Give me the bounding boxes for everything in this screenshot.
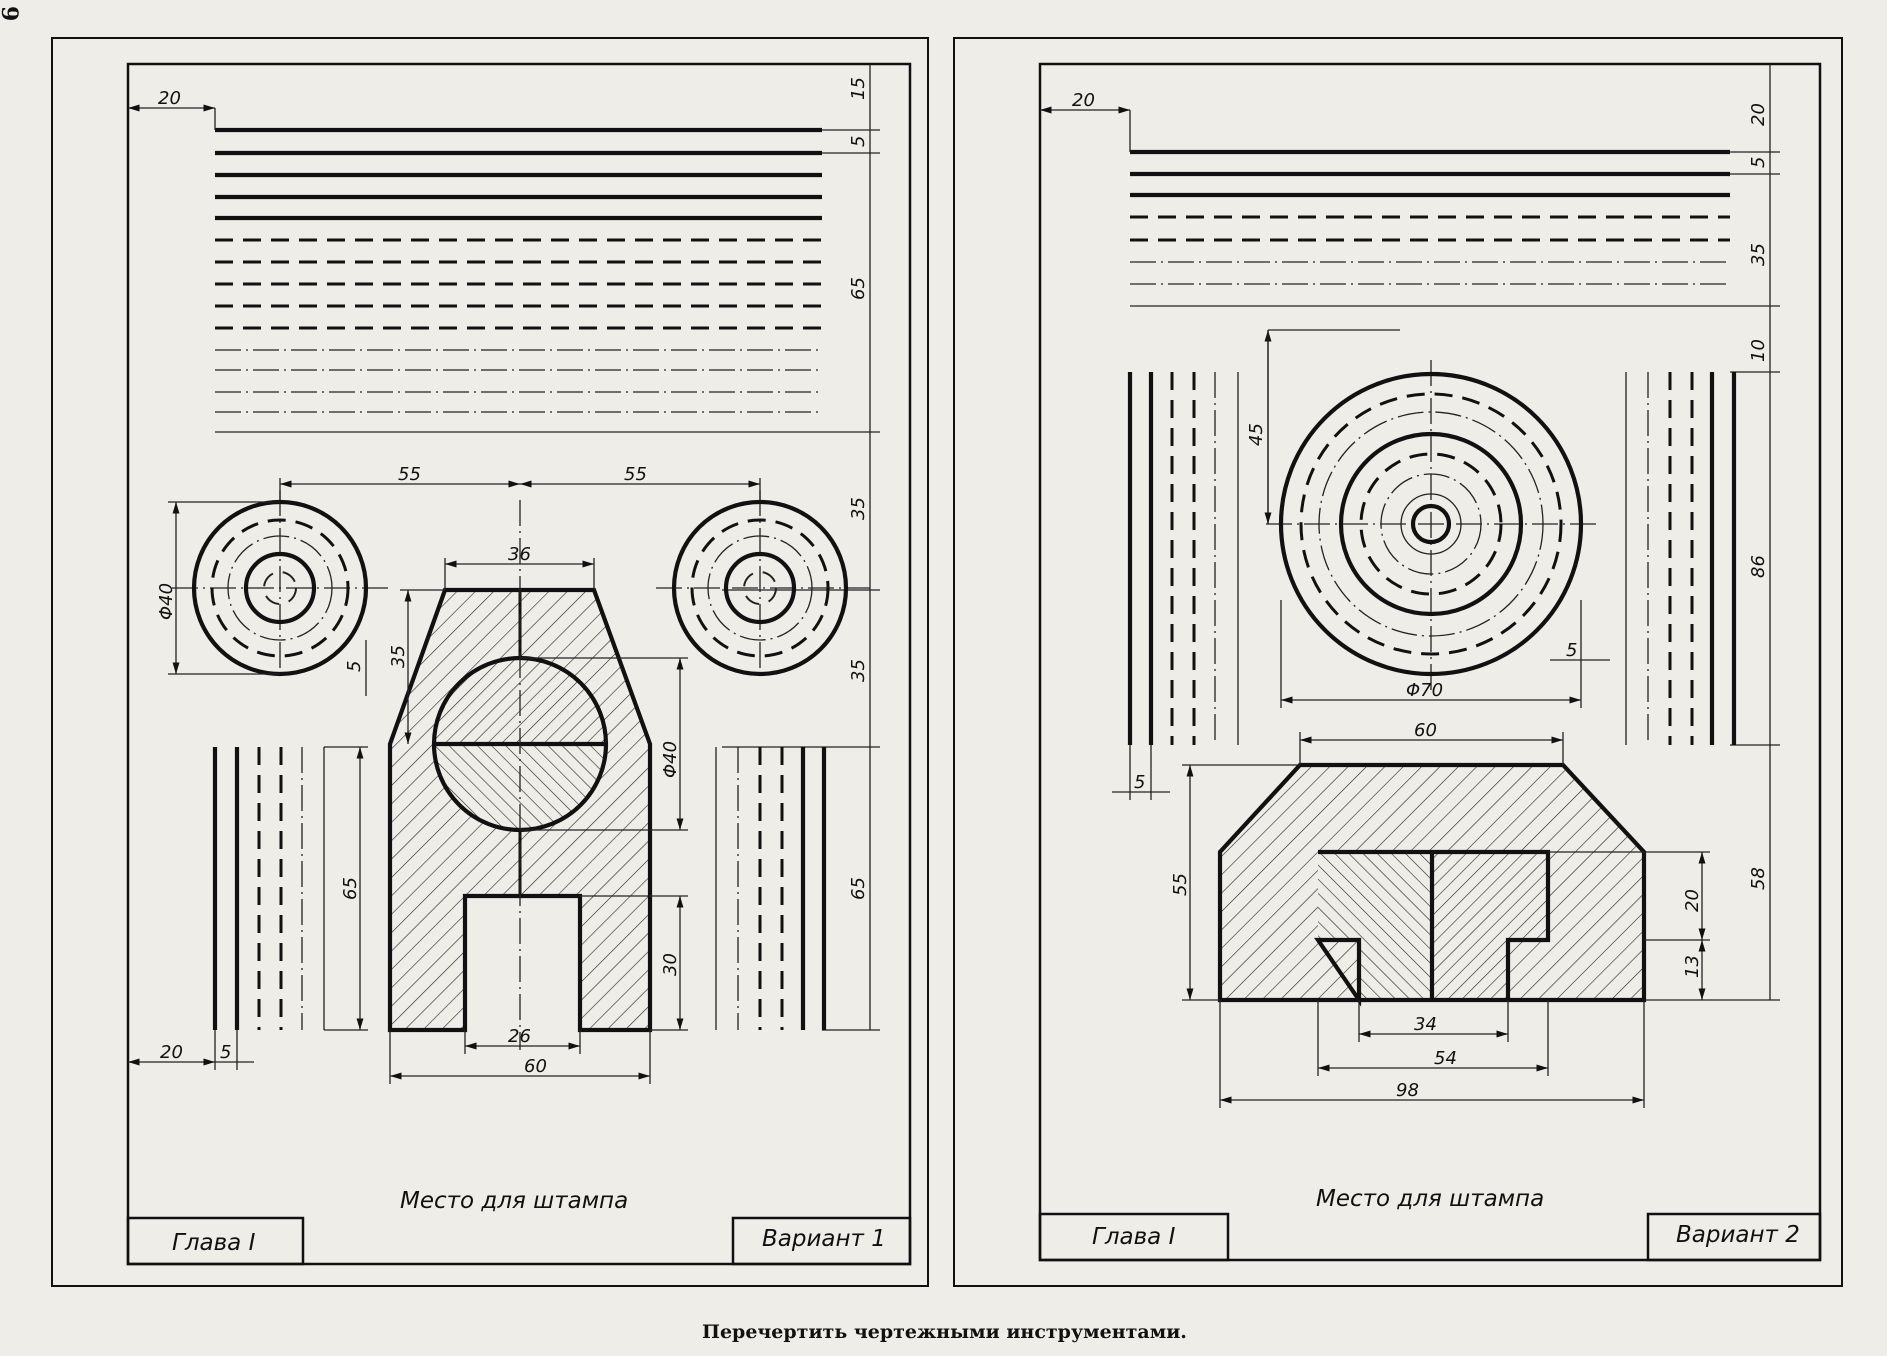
dim-pocket-height: 20 <box>1682 889 1703 912</box>
inner-frame <box>126 62 912 1266</box>
dim-left-margin-top: 20 <box>158 88 181 109</box>
dim-ring-gap: 5 <box>1566 640 1577 661</box>
dim-ball-diameter: Φ40 <box>660 741 681 778</box>
section-part <box>387 500 653 1050</box>
dim-base-width: 98 <box>1396 1080 1419 1101</box>
page-number: 9 <box>0 6 22 21</box>
outer-frame <box>51 37 929 1287</box>
section-part <box>1217 762 1647 1007</box>
stamp-place-label: Место для штампа <box>1316 1186 1544 1212</box>
variant-box <box>1646 1212 1822 1262</box>
dim-step-height: 13 <box>1682 955 1703 978</box>
dim-left-margin-bottom: 20 <box>160 1042 183 1063</box>
dim-slot-width: 34 <box>1414 1014 1437 1035</box>
dim-circle-diameter: Φ70 <box>1406 680 1443 701</box>
chapter-box <box>1038 1212 1230 1262</box>
dim-circle-diameter: Φ40 <box>156 583 177 620</box>
sheet-variant-1: 20 15 5 65 35 35 65 55 55 <box>51 37 929 1287</box>
dim-inner-height: 65 <box>340 877 361 900</box>
dim-line-gap: 5 <box>1748 157 1769 168</box>
line-samples-vertical-right <box>715 747 827 1030</box>
dim-pocket-width: 54 <box>1434 1048 1457 1069</box>
stamp-place-label: Место для штампа <box>400 1188 628 1214</box>
dim-slot-width: 26 <box>508 1026 531 1047</box>
chapter-label: Глава I <box>1092 1224 1176 1250</box>
dim-center-offset: 45 <box>1246 423 1267 446</box>
concentric-circles-left <box>172 490 388 680</box>
chapter-box <box>126 1216 305 1266</box>
dim-top-width: 36 <box>508 544 531 565</box>
dim-base-width: 60 <box>524 1056 547 1077</box>
dim-row1: 35 <box>848 497 869 520</box>
chapter-label: Глава I <box>172 1230 256 1256</box>
dim-left-margin-top: 20 <box>1072 90 1095 111</box>
variant-label: Вариант 1 <box>762 1226 886 1252</box>
dim-bottom-block: 58 <box>1748 867 1769 890</box>
dim-line-gap: 5 <box>848 136 869 147</box>
dim-row2: 35 <box>848 659 869 682</box>
dim-bevel-height: 35 <box>388 645 409 668</box>
variant-box <box>731 1216 912 1266</box>
variant-label: Вариант 2 <box>1676 1222 1800 1248</box>
outer-frame <box>953 37 1843 1287</box>
dim-gap-below: 10 <box>1748 339 1769 362</box>
dim-top-width: 60 <box>1414 720 1437 741</box>
dim-line-gap-left: 5 <box>1134 772 1145 793</box>
concentric-circles-right <box>656 490 870 680</box>
dim-part-height: 55 <box>1170 873 1191 896</box>
inner-frame <box>1038 62 1822 1262</box>
line-samples-vertical-left <box>1127 372 1239 745</box>
dim-center-spacing-right: 55 <box>624 464 647 485</box>
dim-center-spacing-left: 55 <box>398 464 421 485</box>
dim-slot-height: 30 <box>660 953 681 976</box>
dim-ring-gap: 5 <box>344 661 365 672</box>
dim-lines-block: 35 <box>1748 243 1769 266</box>
line-samples-top <box>215 127 822 433</box>
dim-top-gap: 15 <box>848 77 869 100</box>
dim-lines-block: 65 <box>848 277 869 300</box>
caption: Перечертить чертежными инструментами. <box>702 1321 1187 1343</box>
concentric-circles-large <box>1266 360 1596 690</box>
dim-bottom-block: 65 <box>848 877 869 900</box>
line-samples-top <box>1130 149 1730 307</box>
line-samples-vertical-left <box>212 747 325 1030</box>
dim-side-block: 86 <box>1748 555 1769 578</box>
sheet-variant-2: 20 20 5 35 10 86 58 45 <box>953 37 1843 1287</box>
dim-top-gap: 20 <box>1748 103 1769 126</box>
line-samples-vertical-right <box>1625 372 1737 745</box>
dim-line-gap-bottom: 5 <box>220 1042 231 1063</box>
